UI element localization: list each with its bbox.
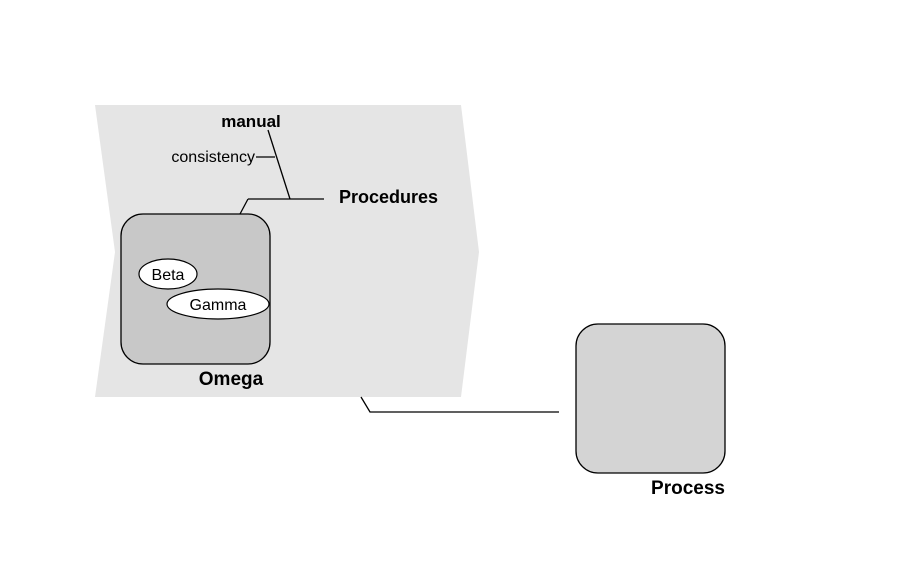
- omega-box: [120, 213, 271, 365]
- gamma-ellipse: [166, 288, 270, 320]
- process-box: [575, 323, 726, 474]
- manual-label: manual: [221, 112, 281, 131]
- omega-label: Omega: [199, 369, 264, 390]
- process-label: Process: [651, 478, 725, 499]
- gamma-label: Gamma: [190, 297, 247, 314]
- connector-manual-to-procedures: [267, 129, 291, 200]
- connector-procedures-to-omega: [239, 198, 249, 215]
- procedures-label: Procedures: [339, 187, 438, 207]
- connector-chevron-to-process: [360, 396, 559, 413]
- beta-ellipse: [138, 258, 198, 290]
- beta-label: Beta: [152, 267, 185, 284]
- consistency-label: consistency: [171, 149, 255, 166]
